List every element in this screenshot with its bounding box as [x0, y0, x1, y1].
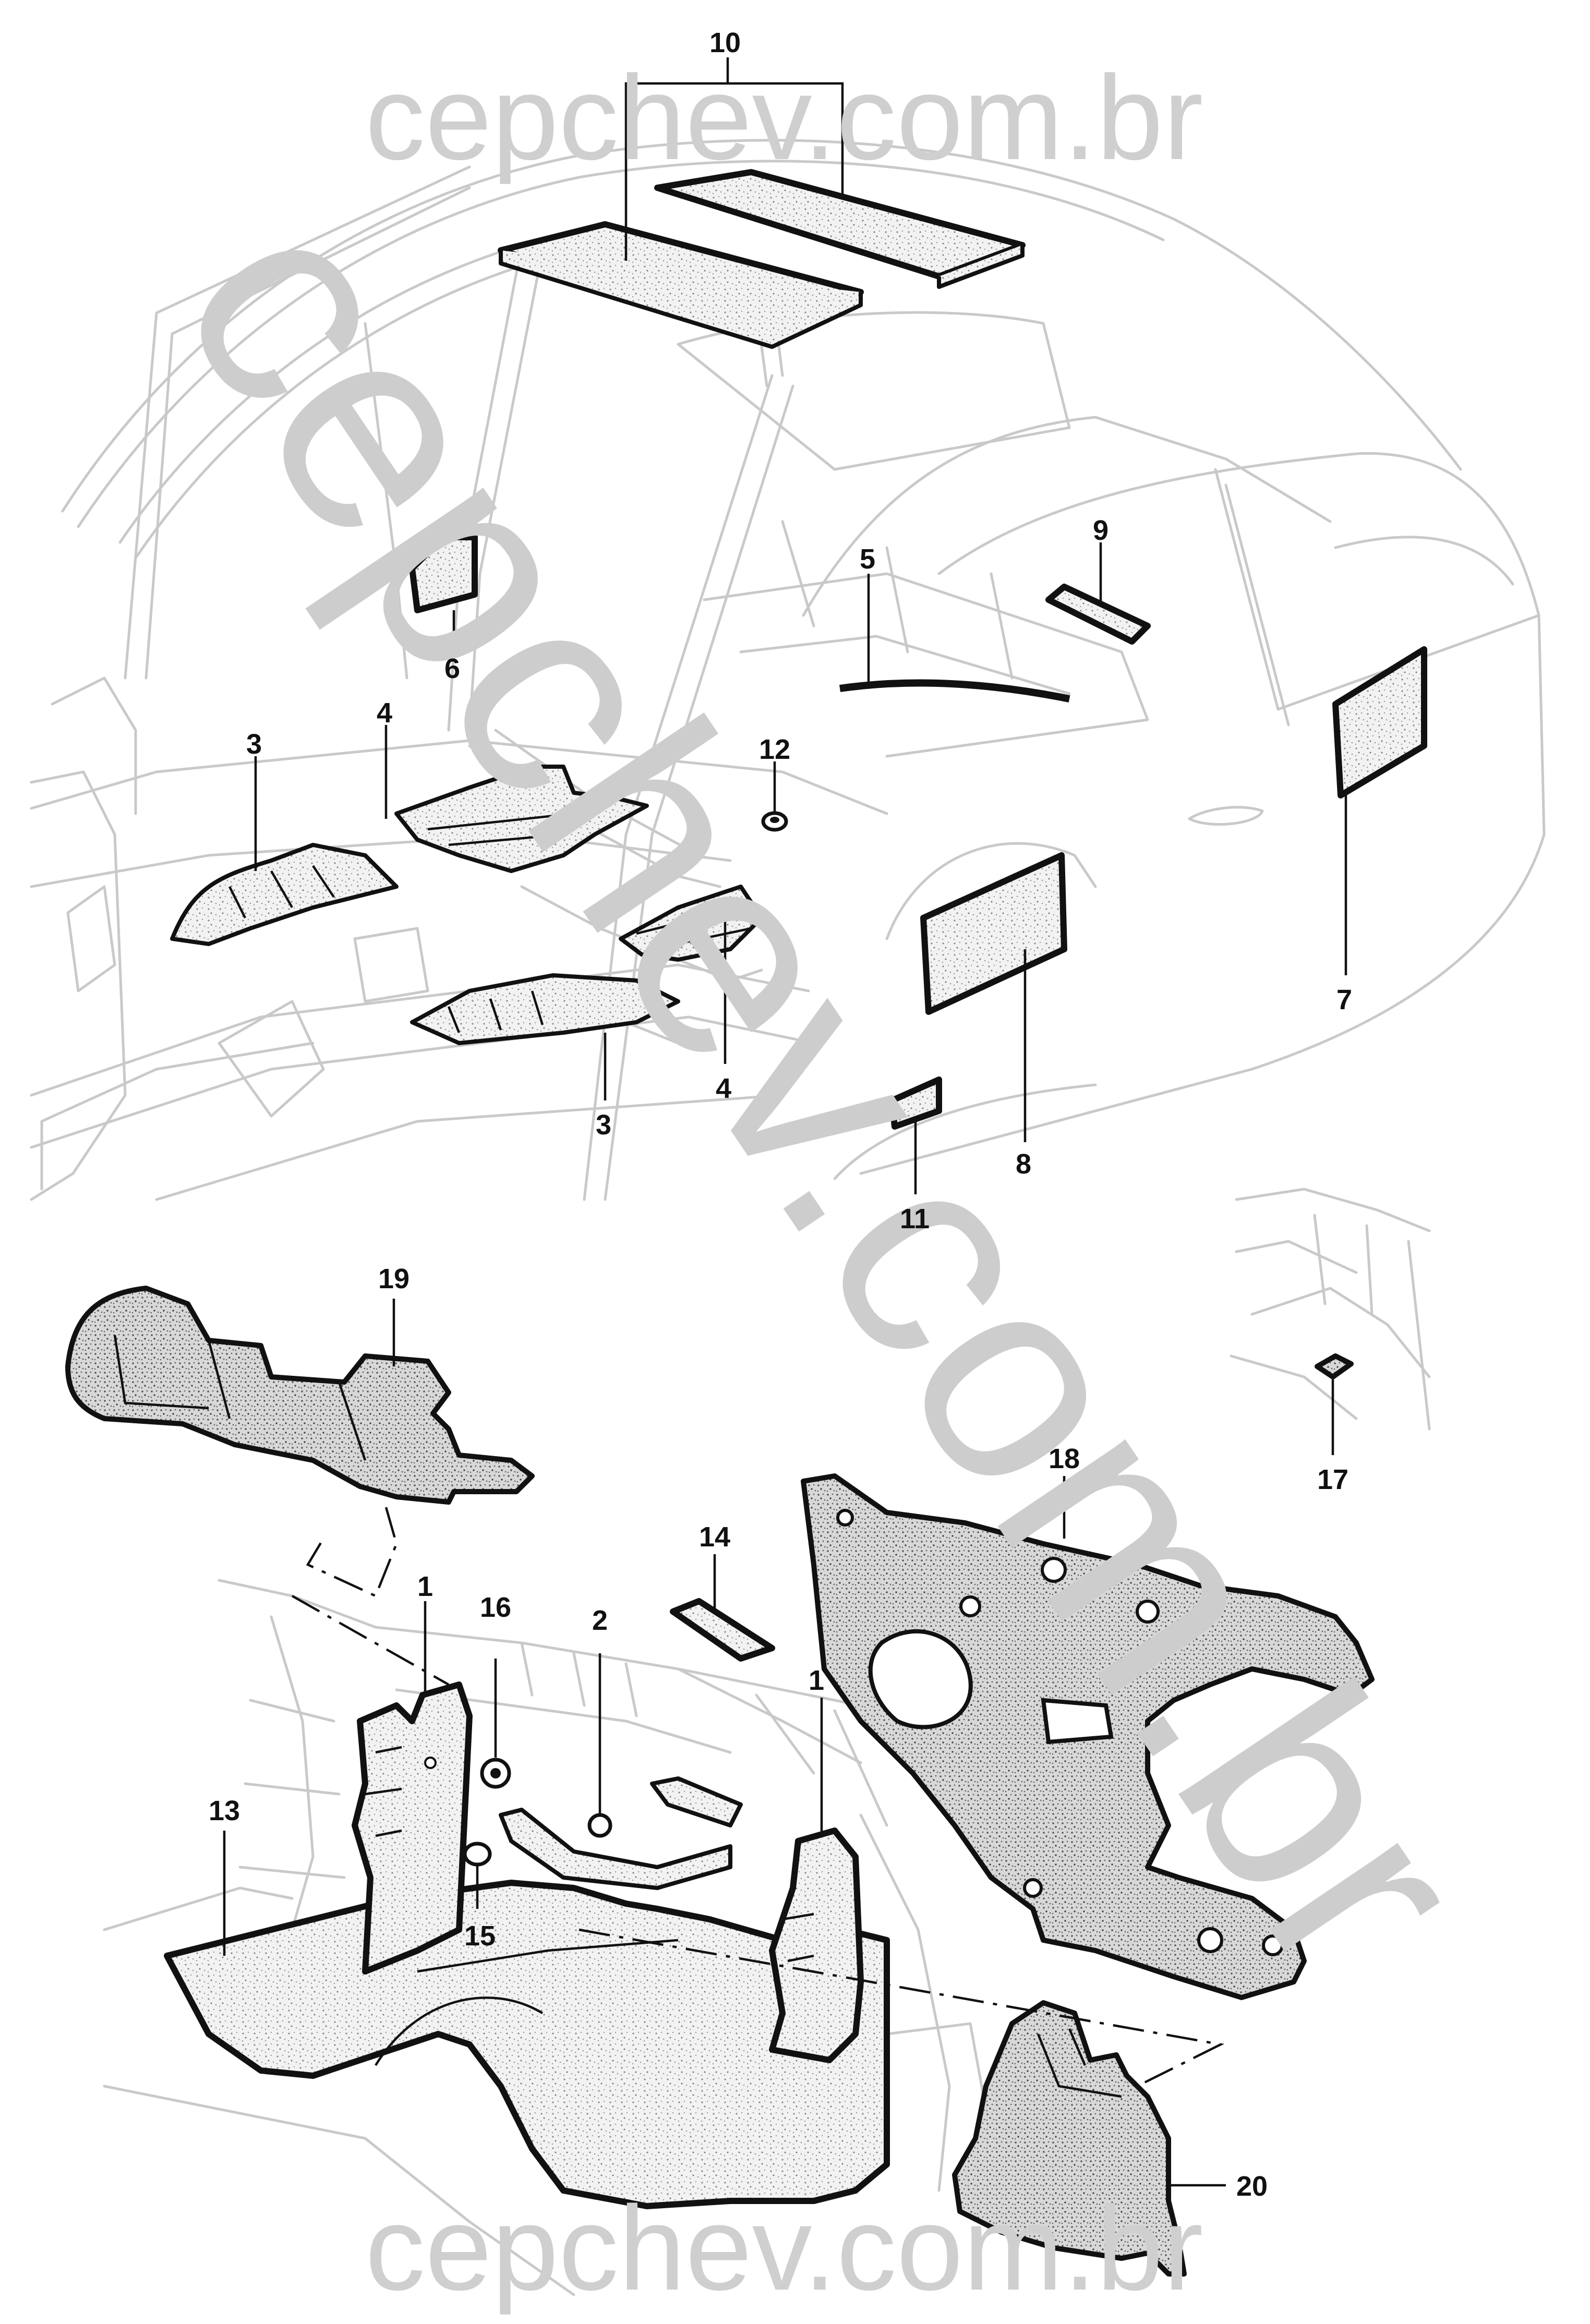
- callout-14: 14: [699, 1521, 730, 1553]
- part-5-strip: [839, 679, 1070, 703]
- watermark-bottom: cepchev.com.br: [365, 2181, 1203, 2315]
- part-14-pad: [670, 1554, 775, 1662]
- part-13-front-carpet: [164, 1880, 890, 2209]
- callout-7: 7: [1336, 984, 1352, 1015]
- part-4-rear-floor-pad-upper: [394, 765, 649, 873]
- callout-20: 20: [1236, 2171, 1268, 2202]
- callout-17: 17: [1317, 1464, 1348, 1495]
- tunnel-pad: [499, 1776, 743, 1890]
- callout-1-right: 1: [809, 1665, 824, 1696]
- part-11-pad: [889, 1076, 942, 1130]
- part-18-dash-insulator: [801, 1473, 1375, 2000]
- body-shell-outline: [30, 139, 1546, 1201]
- part-1-right-side-insulator: [769, 1827, 864, 2063]
- part-19-leader: [306, 1299, 398, 1598]
- callout-9: 9: [1093, 515, 1109, 546]
- part-2-grommet: [587, 1653, 612, 1838]
- callout-15: 15: [464, 1920, 496, 1952]
- part-19-tunnel-insulator: [65, 1286, 535, 1505]
- callout-3-lower: 3: [596, 1109, 611, 1141]
- part-9-insulator: [1045, 584, 1151, 645]
- part-17-pad: [1315, 1353, 1354, 1455]
- watermark-diagonal: cepchev.com.br: [119, 154, 1532, 2029]
- part-15-clip: [463, 1842, 492, 1909]
- part-16-plug: [480, 1659, 511, 1789]
- callout-3-upper: 3: [246, 729, 262, 760]
- part-20-tunnel-pad: [952, 2000, 1226, 2277]
- part-8-door-insulator: [920, 852, 1067, 1015]
- part-4-rear-floor-pad-lower: [619, 885, 764, 962]
- callout-4-upper: 4: [377, 697, 392, 729]
- callout-19: 19: [378, 1263, 409, 1294]
- assembly-lines: [291, 1595, 1225, 2088]
- callout-1-left: 1: [417, 1571, 433, 1602]
- callout-2: 2: [592, 1605, 608, 1636]
- callout-8: 8: [1016, 1148, 1031, 1180]
- callout-13: 13: [209, 1795, 240, 1826]
- callout-labels: 10 5 9 6 4 3 12 7 8 4 3 11 19 17 18 14 1…: [209, 27, 1352, 2202]
- part-10-roof-insulators: [498, 169, 1026, 349]
- callout-10: 10: [709, 27, 741, 58]
- callout-12: 12: [759, 734, 790, 765]
- callout-18: 18: [1049, 1443, 1080, 1474]
- callout-6: 6: [444, 653, 460, 684]
- part-3-front-floor-pad-lower: [410, 973, 680, 1045]
- part-1-left-side-insulator: [352, 1681, 473, 1975]
- part-6-insulator: [409, 534, 478, 613]
- callout-4-lower: 4: [716, 1073, 731, 1104]
- callout-5: 5: [860, 543, 875, 575]
- callout-11: 11: [900, 1203, 930, 1234]
- part-3-front-floor-pad-upper: [170, 843, 399, 946]
- callout-16: 16: [480, 1592, 511, 1623]
- watermark-top: cepchev.com.br: [365, 51, 1203, 185]
- upper-leader-lines: [254, 57, 1347, 1194]
- part-7-door-insulator: [1332, 646, 1427, 798]
- inset-17-body: [1230, 1188, 1431, 1431]
